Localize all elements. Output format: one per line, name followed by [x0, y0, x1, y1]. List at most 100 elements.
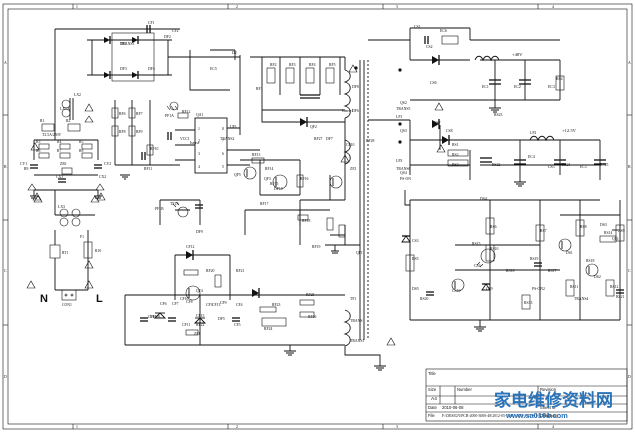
ref-d2: D2	[232, 51, 237, 55]
ref-vcc1: VCC1	[180, 137, 190, 141]
ref-rf4: RF4	[309, 63, 316, 67]
file-label: File	[428, 413, 435, 418]
watermark-text: 家电维修资料网	[494, 390, 613, 411]
zone-row-b: B	[4, 165, 7, 169]
ref-rf27: RF27	[314, 137, 323, 141]
size-label: Size	[428, 387, 437, 392]
ref-rs24: RS24	[562, 163, 571, 167]
drawn-by-label: Drawn By	[540, 413, 559, 418]
ref-qf5: QF5	[234, 173, 241, 177]
ref-qs2: QS2	[400, 101, 407, 105]
bridge-rectifier	[54, 25, 200, 100]
secondary-12v	[368, 119, 606, 201]
ref-cf15: CF15	[196, 314, 205, 318]
ref-rs14: RS14	[604, 231, 613, 235]
ref-rf9: RF9	[136, 130, 143, 134]
ref-rs22: RS22	[492, 163, 501, 167]
ref-lp3: LP3	[396, 159, 402, 163]
ref-qf3: QF3	[264, 177, 271, 181]
ref-r5: R5	[79, 140, 84, 144]
ref-ec3: EC3	[548, 85, 555, 89]
ref-cs3: CS3	[412, 239, 419, 243]
ref-df9: DF9	[196, 230, 203, 234]
ref-cx1: CX1	[56, 175, 63, 179]
ref-lx2: LX2	[74, 93, 81, 97]
zone-col-4: 4	[552, 5, 554, 9]
ref-cf1: CF1	[148, 21, 155, 25]
ref-rf15: RF15	[270, 182, 279, 186]
ref-rt1: RT1	[62, 251, 69, 255]
sheet-label: Sheet of	[540, 405, 556, 410]
sheet-border	[2, 3, 633, 430]
ref-df7: DF7	[326, 137, 333, 141]
ref-con1: CON1	[62, 303, 72, 307]
ref-rf21: RF21	[236, 269, 245, 273]
ref-cf6: CF6	[160, 302, 167, 306]
ref-uf1: UF1	[230, 125, 237, 129]
ref-qs4: QS4	[400, 171, 407, 175]
ref-rf28: RF28	[366, 139, 375, 143]
ref-cs7: CS7	[434, 121, 441, 125]
zone-labels: 1 2 3 4 1 2 3 4 A B C D A B C D	[4, 5, 631, 429]
svg-text:1: 1	[198, 127, 200, 131]
date-label: Date	[428, 405, 438, 410]
ref-ec5: EC5	[210, 67, 217, 71]
ref-cy2: CY2	[104, 162, 111, 166]
ref-cy1: CY1	[20, 162, 27, 166]
number-label: Number	[457, 387, 472, 392]
svg-text:5: 5	[222, 165, 224, 169]
ref-f1: F1	[80, 235, 84, 239]
ref-zr1: ZR1	[60, 162, 67, 166]
ref-cx2: CX2	[99, 175, 106, 179]
ref-rf12: RF12	[182, 110, 191, 114]
ref-rs8: RS8	[580, 225, 587, 229]
pwm-controller	[111, 49, 260, 180]
ref-rs3: RS3	[452, 163, 459, 167]
ref-qa1: QA1	[196, 113, 203, 117]
zone-row-c: C	[4, 269, 7, 273]
ref-cf16: CF16	[180, 297, 189, 301]
ref-t2-5a-250v: T2.5A/250V	[42, 133, 62, 137]
ref-rs6: RS6	[490, 225, 497, 229]
ref-qs1: QS1	[612, 237, 619, 241]
ref-rf1: RF1	[256, 87, 263, 91]
svg-text:7: 7	[222, 139, 224, 143]
ref-trans1: TRANS1	[350, 339, 364, 343]
ref-rf14: RF14	[265, 167, 274, 171]
ref-df2: DF2	[164, 35, 171, 39]
ref-rf8: RF8	[119, 130, 126, 134]
zone-row-a: A	[4, 61, 7, 65]
warning-marks	[26, 64, 446, 346]
zone-row-c-right: C	[628, 269, 631, 273]
ref-rf11: RF11	[144, 167, 152, 171]
ref-rf25: RF25	[306, 293, 315, 297]
ref-cs10: CS10	[452, 289, 461, 293]
secondary-48v	[368, 27, 565, 113]
ref-ds1: DS1	[566, 251, 573, 255]
ref-r8: R8	[79, 149, 84, 153]
ref-uf1-8: UF1-8	[150, 315, 160, 319]
ref-rs20: RS20	[420, 297, 429, 301]
zone-col-3: 3	[396, 5, 398, 9]
file-value: F:\DESIGN\PCB-2000-3000-48\2012-05-10-B …	[442, 414, 555, 418]
primary-auxiliary	[159, 157, 330, 245]
svg-text:6: 6	[222, 152, 224, 156]
ref-cf3: CF3	[206, 303, 213, 307]
svg-text:3: 3	[198, 152, 200, 156]
ref-zf2: ZF2	[350, 167, 356, 171]
ref-rf17: RF17	[260, 202, 269, 206]
ref-rs10: RS10	[490, 247, 499, 251]
ref-trans3: TRANS3	[120, 42, 134, 46]
ref-rf23: RF23	[272, 303, 281, 307]
ref-r4: R4	[57, 140, 62, 144]
ref-isense: Isense	[190, 141, 200, 145]
zone-col-1: 1	[76, 5, 78, 9]
rail-12v-label-group: +12.5V	[562, 128, 577, 133]
zone-row-d-right: D	[628, 375, 631, 379]
ref-trans2: TRANS2	[220, 137, 234, 141]
ref-cf12: CF12	[186, 245, 195, 249]
ref-rf19: RF19	[312, 245, 321, 249]
